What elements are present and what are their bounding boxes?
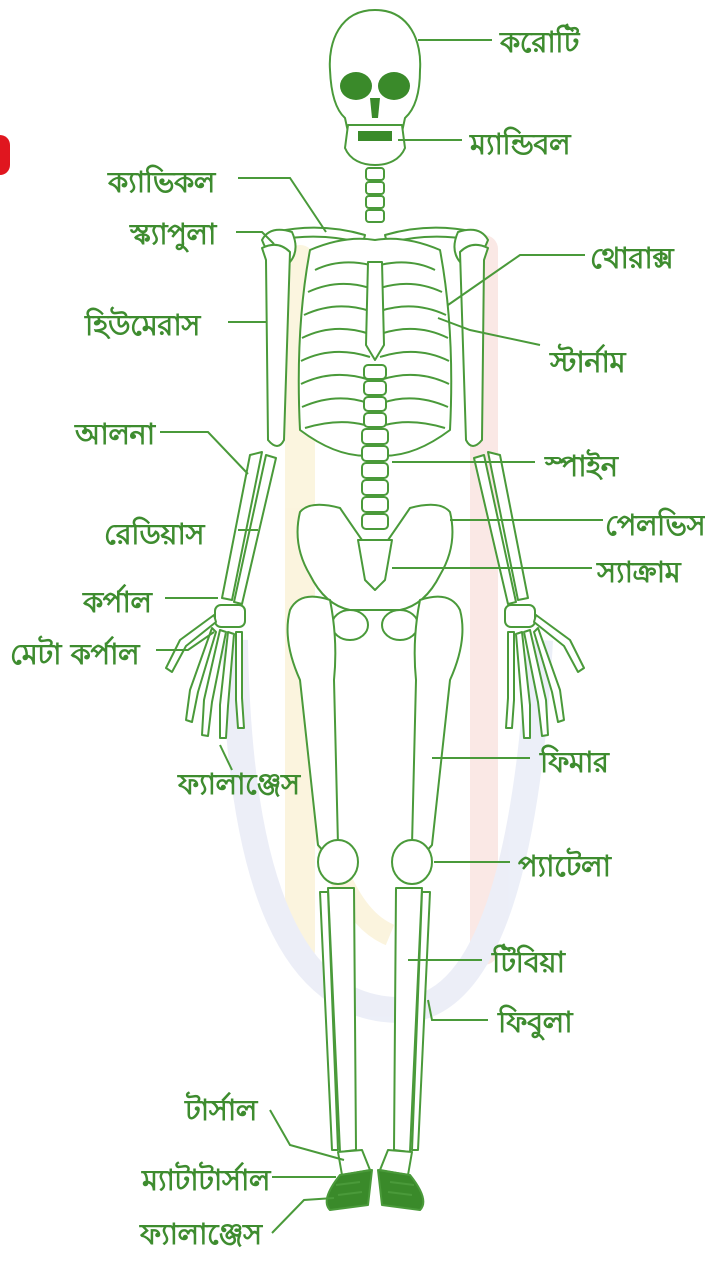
- label-skull: করোটি: [500, 20, 579, 69]
- patella-right: [392, 840, 432, 884]
- label-fibula: ফিবুলা: [498, 1000, 572, 1049]
- label-metacarpal: মেটা কর্পাল: [10, 632, 139, 681]
- label-hand-phalanges: ফ্যালাঞ্জেস: [178, 762, 300, 811]
- label-scapula: স্ক্যাপুলা: [130, 212, 216, 261]
- label-femur: ফিমার: [540, 740, 608, 789]
- label-tarsal: টার্সাল: [185, 1088, 257, 1137]
- label-patella: প্যাটেলা: [518, 844, 610, 893]
- label-pelvis: পেলভিস: [605, 503, 705, 552]
- teeth: [358, 131, 392, 141]
- label-ulna: আলনা: [75, 412, 155, 461]
- label-metatarsal: ম্যাটাটার্সাল: [142, 1158, 270, 1207]
- label-sacrum: স্যাক্রাম: [597, 550, 680, 599]
- label-mandible: ম্যান্ডিবল: [470, 122, 570, 171]
- foot-left: [327, 1150, 372, 1210]
- label-carpal: কর্পাল: [83, 580, 152, 629]
- label-spine: স্পাইন: [545, 444, 618, 493]
- label-tibia: টিবিয়া: [492, 940, 565, 989]
- label-foot-phalanges: ফ্যালাঞ্জেস: [140, 1212, 262, 1261]
- foot-right: [378, 1150, 423, 1210]
- patella-left: [318, 840, 358, 884]
- spine-vertebrae: [362, 365, 388, 529]
- label-radius: রেডিয়াস: [104, 512, 204, 561]
- label-clavicle: ক্যাভিকল: [108, 160, 215, 209]
- label-sternum: স্টার্নাম: [550, 340, 625, 389]
- eye-socket-right: [378, 72, 410, 100]
- label-thorax: থোরাক্স: [590, 236, 673, 285]
- femur-right: [412, 597, 462, 853]
- eye-socket-left: [340, 72, 372, 100]
- label-humerus: হিউমেরাস: [85, 303, 200, 352]
- sternum-bone: [366, 262, 384, 360]
